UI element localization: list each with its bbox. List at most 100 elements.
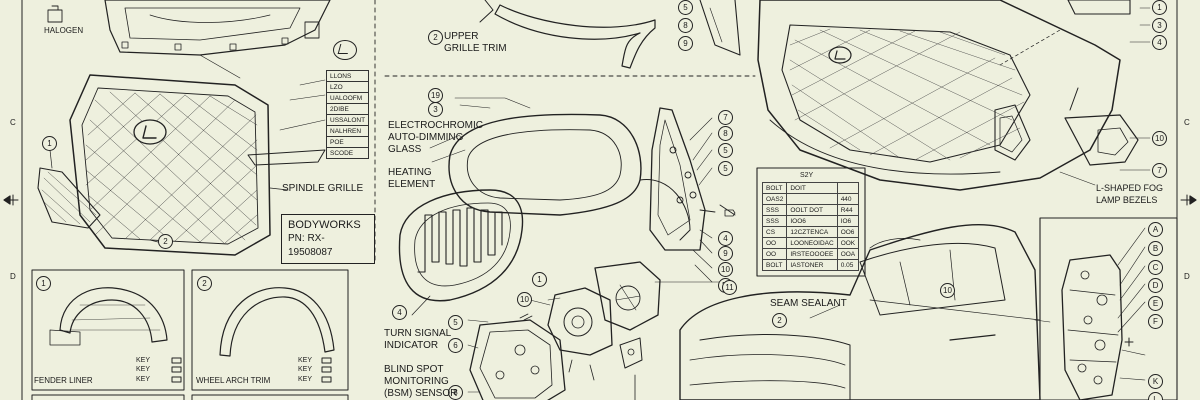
callout-wheel-arch: 2 xyxy=(197,276,212,291)
fastener-cell: IASTONER xyxy=(786,259,838,271)
callout-mirror-r4: 4 xyxy=(718,231,733,246)
lexus-logo-icon xyxy=(333,40,357,60)
turn-signal-shape xyxy=(469,319,566,400)
grid-row-d-right: D xyxy=(1184,272,1190,281)
upper-grille-label-2: GRILLE TRIM xyxy=(444,43,507,54)
callout-module-10: 10 xyxy=(517,292,532,307)
callout-mirror-r5a: 5 xyxy=(718,143,733,158)
fastener-cell: OO6 xyxy=(836,226,860,238)
spec-row: 2DIBE xyxy=(325,103,370,115)
bodyworks-title-block: BODYWORKS PN: RX-19508087 xyxy=(281,214,375,264)
spec-row: LLONS xyxy=(325,70,370,82)
fastener-cell: LOONEOIDAC xyxy=(786,237,838,249)
callout-module-6: 6 xyxy=(448,338,463,353)
fastener-cell: BOLT xyxy=(761,259,788,271)
fastener-cell: OOLT DOT xyxy=(786,204,838,216)
blind-spot-label-1: BLIND SPOT xyxy=(384,364,444,375)
bracket-assembly-shape xyxy=(1061,254,1123,400)
fastener-cell: IO6 xyxy=(836,215,860,227)
callout-letter-b: B xyxy=(1148,241,1163,256)
rear-vehicle-shape xyxy=(679,223,1041,400)
callout-fascia-1: 1 xyxy=(1152,0,1167,15)
callout-module-11: 11 xyxy=(722,280,737,295)
fastener-cell: OOK xyxy=(836,237,860,249)
fender-key: KEY xyxy=(136,376,151,383)
spec-row: LZO xyxy=(325,81,370,93)
fastener-cell: 440 xyxy=(836,193,860,205)
callout-letter-f: F xyxy=(1148,314,1163,329)
callout-rear-2: 2 xyxy=(772,313,787,328)
callout-trim-9: 9 xyxy=(678,36,693,51)
callout-grille-2: 2 xyxy=(158,234,173,249)
callout-mirror-r8: 8 xyxy=(718,126,733,141)
callout-mirror-19: 19 xyxy=(428,88,443,103)
electrochromic-label-2: AUTO-DIMMING xyxy=(388,132,464,143)
spec-row: POE xyxy=(325,136,370,148)
fastener-cell: OAS2 xyxy=(761,193,788,205)
grille-spec-table: LLONS LZO UALOOFM 2DIBE USSALONT NALHREN… xyxy=(325,70,370,159)
callout-glass-4: 4 xyxy=(392,305,407,320)
spec-row: USSALONT xyxy=(325,114,370,126)
callout-letter-k: K xyxy=(1148,374,1163,389)
blind-spot-label-2: MONITORING xyxy=(384,376,449,387)
electrochromic-label-1: ELECTROCHROMIC xyxy=(388,120,484,131)
turn-signal-label-1: TURN SIGNAL xyxy=(384,328,452,339)
callout-module-8: 8 xyxy=(448,385,463,400)
front-fascia-shape xyxy=(757,0,1121,191)
callout-mirror-r5b: 5 xyxy=(718,161,733,176)
fastener-cell: BOLT xyxy=(761,182,788,194)
fastener-cell: IOO6 xyxy=(786,215,838,227)
callout-rear-10: 10 xyxy=(940,283,955,298)
callout-module-1: 1 xyxy=(532,272,547,287)
spec-row: UALOOFM xyxy=(325,92,370,104)
fastener-cell: OO xyxy=(761,237,788,249)
fog-lamp-label-2: LAMP BEZELS xyxy=(1096,195,1158,205)
fastener-cell xyxy=(786,193,838,205)
fender-key: KEY xyxy=(136,357,151,364)
wheel-arch-key: KEY xyxy=(298,376,313,383)
callout-mirror-r7: 7 xyxy=(718,110,733,125)
callout-fascia-7: 7 xyxy=(1152,163,1167,178)
motor-assembly-shape xyxy=(547,287,613,356)
callout-grille-1: 1 xyxy=(42,136,57,151)
heating-label-1: HEATING xyxy=(388,167,432,178)
fastener-cell xyxy=(836,182,860,194)
fastener-cell: OOA xyxy=(836,248,860,260)
callout-fascia-3: 3 xyxy=(1152,18,1167,33)
fender-key: KEY xyxy=(136,366,151,373)
fender-liner-shape xyxy=(59,287,168,343)
callout-module-5: 5 xyxy=(448,315,463,330)
blind-spot-label-3: (BSM) SENSOR xyxy=(384,388,458,399)
wheel-arch-key: KEY xyxy=(298,366,313,373)
wheel-arch-key: KEY xyxy=(298,357,313,364)
mirror-actuator-shape xyxy=(649,107,706,251)
callout-letter-d: D xyxy=(1148,278,1163,293)
bodyworks-title: BODYWORKS xyxy=(288,219,361,231)
fastener-cell: SSS xyxy=(761,204,788,216)
callout-mirror-3: 3 xyxy=(428,102,443,117)
grid-row-c-left: C xyxy=(10,118,16,127)
electrochromic-label-3: GLASS xyxy=(388,144,422,155)
fastener-cell: OO xyxy=(761,248,788,260)
callout-letter-c: C xyxy=(1148,260,1163,275)
upper-grille-label-1: UPPER xyxy=(444,31,479,42)
fender-liner-label: FENDER LINER xyxy=(34,376,93,385)
fastener-cell: SSS xyxy=(761,215,788,227)
callout-fender-liner: 1 xyxy=(36,276,51,291)
heating-label-2: ELEMENT xyxy=(388,179,436,190)
callout-trim-8: 8 xyxy=(678,18,693,33)
fog-lamp-label-1: L-SHAPED FOG xyxy=(1096,183,1164,193)
heating-glass-shape xyxy=(398,189,524,302)
fastener-table-header: S2Y xyxy=(800,172,814,179)
turn-signal-label-2: INDICATOR xyxy=(384,340,439,351)
fastener-cell: DOIT xyxy=(786,182,838,194)
fastener-cell: 12CZTENCA xyxy=(786,226,838,238)
callout-trim-5: 5 xyxy=(678,0,693,15)
callout-fascia-10: 10 xyxy=(1152,131,1167,146)
callout-letter-l: L xyxy=(1148,392,1163,400)
wheel-arch-shape xyxy=(219,287,335,357)
spec-row: NALHREN xyxy=(325,125,370,137)
